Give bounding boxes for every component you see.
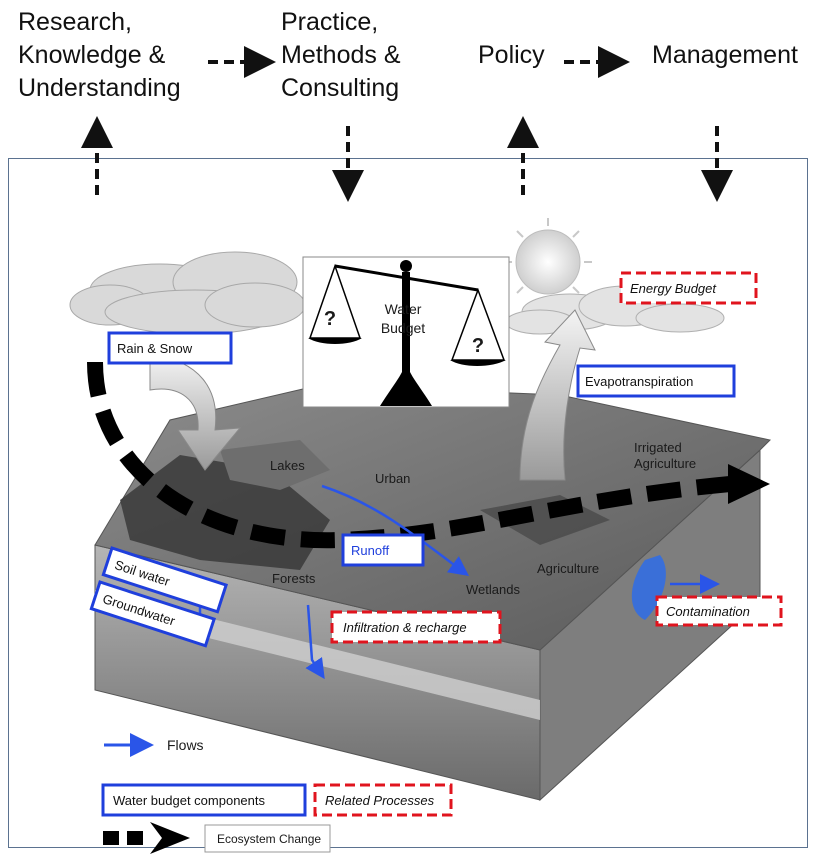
label-forests: Forests [272, 571, 316, 586]
label-wetlands: Wetlands [466, 582, 520, 597]
label-lakes: Lakes [270, 458, 305, 473]
scale-left-question: ? [324, 308, 336, 330]
runoff-flow-arrow [321, 484, 470, 576]
header-research-line1: Research, [18, 8, 132, 36]
infiltration-flow-arrow [305, 604, 325, 680]
evapotranspiration-label: Evapotranspiration [585, 374, 693, 389]
scale-right-question: ? [472, 335, 484, 357]
diagram-frame [8, 158, 808, 848]
water-budget-scale: ? ? Water Budget [302, 256, 510, 408]
lake-area [220, 440, 330, 490]
component-evapotranspiration: Evapotranspiration [576, 364, 736, 398]
process-energy-budget: Energy Budget [619, 271, 758, 305]
contamination-plume [631, 555, 666, 620]
header-practice-line2: Methods & [281, 41, 401, 69]
header-practice-line3: Consulting [281, 74, 400, 102]
contamination-label: Contamination [666, 604, 750, 619]
legend-processes-label: Related Processes [325, 793, 435, 808]
legend-flows-label: Flows [167, 737, 204, 753]
label-irrigated-1: Irrigated [634, 440, 682, 455]
legend-ecosystem-box [204, 824, 331, 853]
scale-title-line2: Budget [381, 320, 425, 336]
legend-components-swatch [101, 783, 307, 817]
cloud-right-icon [505, 285, 725, 335]
rain-snow-label: Rain & Snow [117, 341, 193, 356]
header-practice: Practice, Methods & Consulting [281, 6, 401, 105]
ecosystem-change-arrowhead [728, 464, 770, 504]
legend-components-label: Water budget components [113, 793, 265, 808]
header-practice-line1: Practice, [281, 8, 379, 36]
label-agriculture: Agriculture [537, 561, 599, 576]
infiltration-label: Infiltration & recharge [343, 620, 467, 635]
header-policy: Policy [478, 41, 545, 69]
legend-processes-swatch [313, 783, 453, 817]
label-urban: Urban [375, 471, 410, 486]
label-irrigated-2: Agriculture [634, 456, 696, 471]
legend-ecosystem-label: Ecosystem Change [217, 832, 321, 846]
sun-icon [504, 218, 592, 306]
evapotranspiration-arrow-icon [519, 309, 596, 481]
process-contamination: Contamination [655, 595, 783, 627]
header-research: Research, Knowledge & Understanding [18, 6, 181, 105]
component-runoff: Runoff [341, 533, 425, 567]
legend: Flows Water budget components Related Pr… [101, 733, 453, 854]
header-arrows [81, 46, 733, 202]
energy-budget-label: Energy Budget [630, 281, 717, 296]
header-research-line2: Knowledge & [18, 41, 166, 69]
process-infiltration: Infiltration & recharge [330, 610, 502, 644]
cloud-left-icon [69, 251, 306, 335]
header-research-line3: Understanding [18, 74, 181, 102]
legend-ecosystem-arrowhead [150, 822, 190, 854]
header-management: Management [652, 41, 798, 69]
rain-arrow-icon [149, 354, 242, 471]
scale-title-line1: Water [385, 301, 422, 317]
component-rain-snow: Rain & Snow [107, 331, 233, 365]
runoff-label: Runoff [351, 543, 389, 558]
